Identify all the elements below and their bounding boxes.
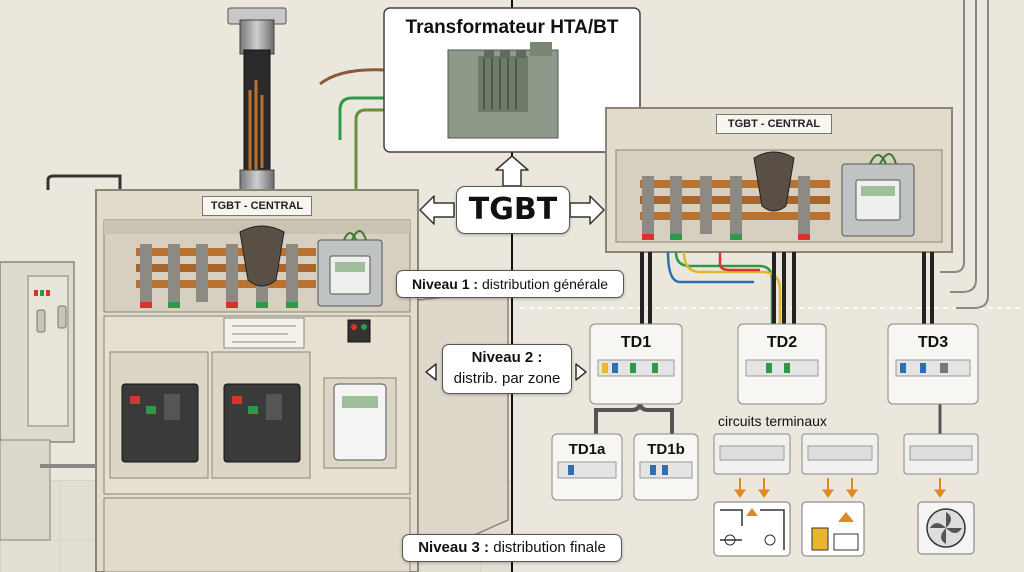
board-td1: TD1 [589, 323, 683, 405]
niveau-2-line1: Niveau 2 : [471, 349, 543, 366]
fan-icon [917, 501, 975, 555]
niveau-1-text: distribution générale [481, 276, 609, 292]
td3-label: TD3 [918, 334, 948, 351]
td1a-label: TD1a [569, 441, 606, 458]
energy-meter-icon [317, 239, 383, 307]
breaker-icon [109, 351, 209, 479]
niveau-2-label: Niveau 2 : distrib. par zone [442, 344, 572, 394]
transformer-box [383, 7, 641, 153]
tgbt-arrows [419, 155, 605, 381]
niveau-3-text: distribution finale [493, 539, 606, 556]
circuits-terminaux-label: circuits terminaux [718, 413, 827, 429]
niveau-3-label: Niveau 3 : distribution finale [402, 534, 622, 562]
tgbt-cabinet-left [95, 189, 419, 572]
tgbt-cabinet-right [605, 107, 953, 253]
board-td1b: TD1b [633, 433, 699, 501]
energy-meter-icon [323, 377, 397, 469]
niveau-1-prefix: Niveau 1 : [411, 276, 479, 292]
td1-label: TD1 [621, 334, 651, 351]
td1b-label: TD1b [647, 441, 685, 458]
terminal-panel [903, 433, 979, 475]
tgbt-label: TGBT [456, 186, 570, 234]
board-td2: TD2 [737, 323, 827, 405]
orange-arrows [734, 478, 946, 498]
niveau-2-line2: distrib. par zone [453, 370, 561, 387]
td2-label: TD2 [767, 334, 797, 351]
incoming-cable [46, 7, 385, 193]
niveau-3-prefix: Niveau 3 : [418, 539, 490, 556]
breaker-icon [211, 351, 311, 479]
energy-meter-icon [841, 163, 915, 237]
title-transformateur: Transformateur HTA/BT [405, 17, 619, 38]
tgbt-central-title-left: TGBT - CENTRAL [202, 196, 312, 216]
board-td3: TD3 [887, 323, 979, 405]
niveau-1-label: Niveau 1 : distribution générale [396, 270, 624, 298]
board-td1a: TD1a [551, 433, 623, 501]
terminal-panel [713, 433, 791, 475]
side-cabinet [0, 261, 100, 541]
room-appliances-icon [713, 501, 791, 557]
transformer-icon [447, 42, 559, 139]
tgbt-central-title-right: TGBT - CENTRAL [716, 114, 832, 134]
kitchen-appliances-icon [801, 501, 865, 557]
terminal-panel [801, 433, 879, 475]
